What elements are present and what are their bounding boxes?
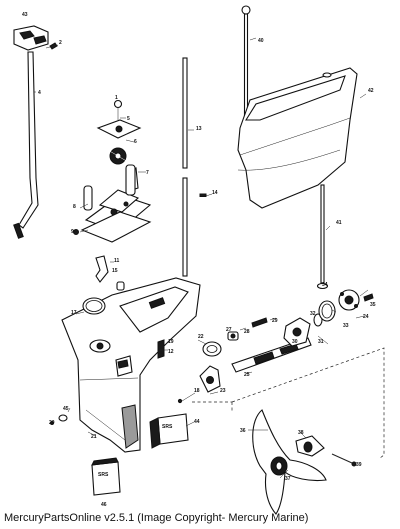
gear-housing-part [61, 277, 201, 453]
callout-22: 22 [198, 334, 204, 340]
callout-33: 33 [343, 323, 349, 329]
callout-7: 7 [146, 170, 149, 176]
spring-pin-part [251, 317, 268, 328]
leader-lines [34, 37, 369, 479]
callout-23: 23 [220, 388, 226, 394]
o-ring-17-part [82, 297, 106, 315]
exhaust-housing-part [237, 67, 358, 209]
callout-43: 43 [22, 12, 28, 18]
callout-8: 8 [73, 204, 76, 210]
carrier-screw-part [363, 293, 374, 302]
callout-37: 37 [285, 476, 291, 482]
callout-35: 35 [370, 302, 376, 308]
callout-13: 13 [196, 126, 202, 132]
parts-box-44: SRS [149, 413, 189, 449]
callout-44: 44 [194, 419, 200, 425]
callout-39: 39 [356, 462, 362, 468]
bearing-carrier-part [338, 289, 360, 311]
callout-46: 46 [101, 502, 107, 508]
pump-screw-part [113, 99, 123, 120]
pump-face-plate-part [96, 119, 142, 139]
callout-6: 6 [134, 139, 137, 145]
thrust-hub-part [295, 435, 325, 457]
callout-18: 18 [194, 388, 200, 394]
callout-17: 17 [71, 310, 77, 316]
callout-36: 36 [240, 428, 246, 434]
callout-14: 14 [212, 190, 218, 196]
propeller-group-frame [192, 347, 385, 459]
callout-12: 12 [168, 349, 174, 355]
o-ring-33-part [318, 300, 336, 322]
washer-45-part [50, 414, 68, 425]
fitting-part [116, 281, 125, 291]
callout-34: 34 [322, 282, 328, 288]
callout-25: 25 [244, 372, 250, 378]
shift-coupler-part [13, 25, 49, 51]
drain-screw-part [177, 392, 196, 404]
pinion-25-part [199, 365, 221, 393]
image-caption: MercuryPartsOnline v2.5.1 (Image Copyrig… [4, 512, 309, 524]
clip-15-part [95, 255, 109, 283]
callout-numbers: 43 2 4 1 5 6 7 8 9 11 12 13 14 15 17 18 … [22, 12, 376, 508]
callout-40: 40 [258, 38, 264, 44]
callout-2: 2 [59, 40, 62, 46]
callout-30: 30 [292, 339, 298, 345]
callout-45: 45 [63, 406, 69, 412]
pump-gasket-part [80, 211, 152, 243]
callout-41: 41 [336, 220, 342, 226]
stud-lower-part [182, 177, 188, 277]
callout-38: 38 [298, 430, 304, 436]
cotter-pin-part [331, 453, 357, 467]
vent-screw-part [157, 339, 165, 359]
pin-14-part [199, 193, 207, 197]
callout-19: 19 [168, 339, 174, 345]
callout-29: 29 [272, 318, 278, 324]
callout-4: 4 [38, 90, 41, 96]
callout-15: 15 [112, 268, 118, 274]
callout-20: 20 [49, 420, 55, 426]
callout-24: 24 [363, 314, 369, 320]
bearing-28-part [202, 341, 222, 357]
propeller-part [252, 409, 327, 515]
box-46-label: SRS [98, 472, 109, 478]
bushing-27-part [227, 331, 239, 341]
propshaft-part [231, 337, 312, 373]
parts-box-46: SRS [91, 457, 121, 496]
callout-1: 1 [115, 95, 118, 101]
long-bolt-41-part [316, 184, 329, 290]
shift-shaft-part [13, 51, 39, 239]
small-screw-9-part [73, 229, 79, 235]
impeller-part [107, 147, 129, 165]
clutch-gear-part [283, 317, 311, 347]
callout-5: 5 [127, 116, 130, 122]
callout-28: 28 [244, 329, 250, 335]
callout-42: 42 [368, 88, 374, 94]
callout-31: 31 [318, 339, 324, 345]
callout-21: 21 [91, 434, 97, 440]
callout-9: 9 [71, 229, 74, 235]
callout-27: 27 [226, 327, 232, 333]
stud-13-part [182, 57, 188, 169]
callout-32: 32 [310, 311, 316, 317]
callout-11: 11 [114, 258, 120, 264]
box-44-label: SRS [162, 424, 173, 430]
